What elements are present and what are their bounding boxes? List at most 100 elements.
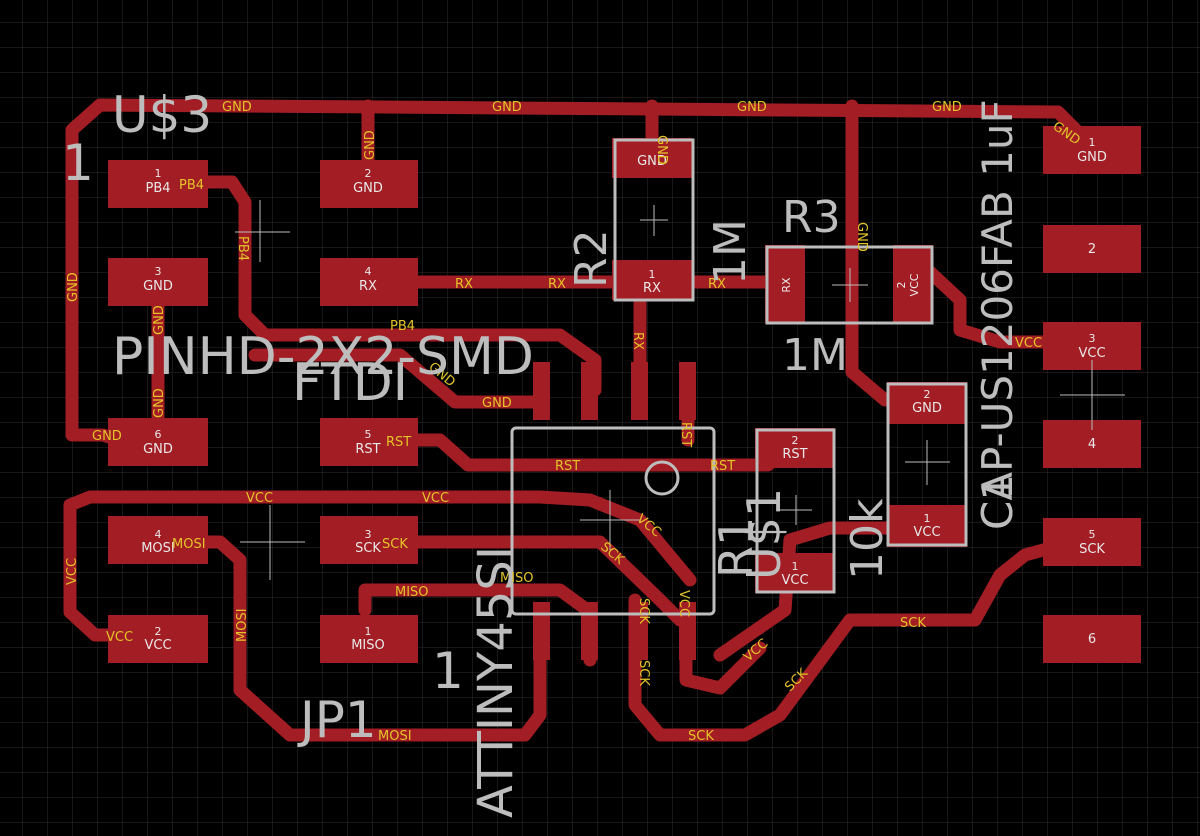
pad-jp1-2 [108,615,208,663]
silkscreen-outlines [235,138,1125,616]
net-label-gnd: GND [654,135,669,165]
net-label-gnd: GND [152,305,167,335]
trace-pb4 [198,175,602,397]
pad-hdr-3-net: VCC [1078,346,1105,361]
pad-jp1-1-net: MISO [351,638,385,653]
pad-u3-4 [320,258,418,306]
origin-cross-c1 [905,440,950,485]
trace-mosi [158,535,547,742]
pad-r1-1-num: 1 [792,560,799,573]
pad-ic-7 [581,362,598,420]
net-label-gnd: GND [932,100,962,115]
trace-vcc-r3-hdr [923,265,1077,349]
pad-r2-1 [612,260,692,300]
net-label-gnd: GND [854,222,869,252]
pad-u3-3 [108,258,208,306]
pad-c1-1 [887,505,967,547]
net-label-gnd: GND [222,100,252,115]
c1-name: C1 [973,474,1022,530]
pad-r2-1-net: RX [643,281,661,296]
origin-cross-hdr [1060,360,1125,430]
origin-cross-r2 [640,205,668,236]
smd-pads [108,126,1141,663]
pad-jp1-1-num: 1 [365,625,372,638]
trace-vcc-c1 [713,521,932,662]
trace-vcc-left [63,490,697,642]
ic-pin1-label: 1 [432,642,464,700]
pad-r1-2-net: RST [782,447,807,462]
origin-cross-u3 [235,200,290,262]
u3-name: U$3 [112,86,212,144]
pad-r3-2-net: VCC [908,273,921,296]
pad-hdr-5-net: SCK [1079,542,1105,557]
net-label-rst: RST [555,459,580,474]
net-label-mosi: MOSI [235,608,250,642]
jp1-name: JP1 [297,691,377,749]
net-label-gnd: GND [482,396,512,411]
ic-value: ATTINY45SI [468,546,524,818]
pad-c1-1-num: 1 [924,512,931,525]
net-label-sck: SCK [636,660,651,686]
pad-c1-2-num: 2 [924,388,931,401]
net-label-gnd: GND [363,130,378,160]
pad-hdr-5 [1043,518,1141,566]
pad-r1-2 [755,428,835,468]
pad-u3-3-net: GND [143,279,173,294]
net-label-rx: RX [455,277,473,292]
r3-name: R3 [782,192,841,243]
pad-u3-5-net: RST [355,442,380,457]
u3-pin1-marker: 1 [62,134,94,192]
c1-value: CAP-US1206FAB 1uF [973,99,1022,530]
r2-name: R2 [566,229,617,288]
ftdi-overlap: FTDI [292,353,408,413]
net-label-gnd: GND [737,100,767,115]
net-label-pb4: PB4 [235,236,250,261]
pad-ic-6 [631,362,648,420]
pad-jp1-4 [108,516,208,564]
r1-value: 10k [842,498,893,580]
pad-r3-1-net: RX [780,277,793,293]
pad-labels: 1 PB4 2 GND 3 GND 4 RX 5 RST 6 GND 4 MOS… [141,136,1107,653]
pad-u3-6-net: GND [143,442,173,457]
pad-u3-2-net: GND [353,181,383,196]
pad-u3-2-num: 2 [365,167,372,180]
pad-hdr-2 [1043,225,1141,273]
origin-cross-jp1 [240,505,305,580]
pad-hdr-2-num: 2 [1088,242,1096,257]
pad-r3-2-num: 2 [895,282,908,289]
pad-r2-1-num: 1 [649,268,656,281]
pad-hdr-5-num: 5 [1089,528,1096,541]
trace-gnd-c1 [845,99,892,407]
net-label-miso: MISO [500,571,534,586]
pad-c1-1-net: VCC [913,525,940,540]
pad-u3-6 [108,418,208,466]
pad-jp1-4-net: MOSI [141,541,175,556]
silkscreen-text: U$3 1 PINHD-2X2-SMD FTDI JP1 1 ATTINY45S… [62,86,1022,818]
pad-jp1-3 [320,516,418,564]
pad-hdr-1-num: 1 [1089,136,1096,149]
origin-cross-r1 [780,495,812,525]
net-label-mosi: MOSI [378,729,412,744]
copper-traces [63,98,1087,742]
pad-r2-2 [612,138,692,178]
ic-outline [510,426,716,616]
pad-r3-1 [765,245,805,323]
pad-ic-8 [533,362,550,420]
pad-jp1-1 [320,615,418,663]
net-label-vcc: VCC [676,590,691,617]
net-label-rst: RST [678,422,693,447]
net-label-pb4: PB4 [390,319,415,334]
pad-u3-5 [320,418,418,466]
pad-r1-1-net: VCC [781,573,808,588]
pad-c1-2-net: GND [912,401,942,416]
pad-u3-3-num: 3 [155,265,162,278]
net-label-vcc: VCC [65,558,80,585]
origin-cross-r3 [832,268,868,302]
pad-r1-1 [755,553,835,593]
pad-r1-2-num: 2 [792,434,799,447]
pad-r2-2-net: GND [637,154,667,169]
pad-hdr-4-num: 4 [1088,437,1096,452]
net-label-mosi: MOSI [172,537,206,552]
r2-outline [613,138,695,302]
